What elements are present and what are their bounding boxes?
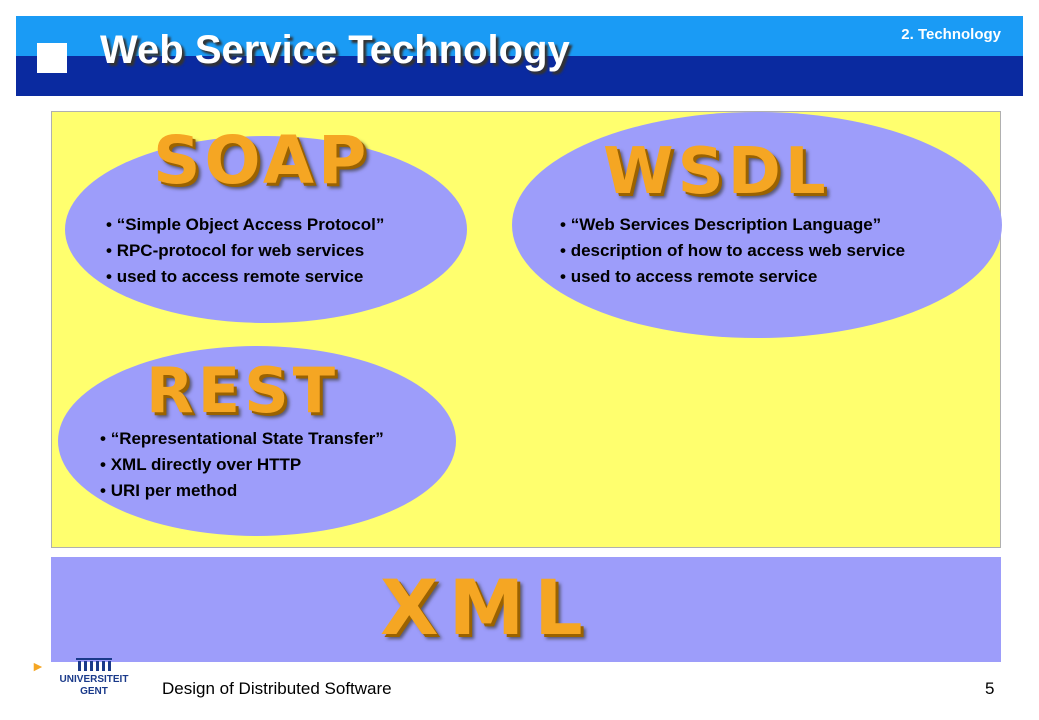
logo-line2: GENT <box>80 686 108 697</box>
logo-line1: UNIVERSITEIT <box>59 674 129 685</box>
wsdl-bullets: “Web Services Description Language” desc… <box>560 212 905 290</box>
soap-bullet: RPC-protocol for web services <box>106 238 384 264</box>
wsdl-heading: WSDL <box>603 135 830 209</box>
wsdl-bullet: used to access remote service <box>560 264 905 290</box>
footer-course-title: Design of Distributed Software <box>162 679 392 698</box>
section-label: 2. Technology <box>901 26 1001 43</box>
page-number: 5 <box>985 679 995 698</box>
soap-heading: SOAP <box>153 122 371 199</box>
university-logo: UNIVERSITEIT GENT <box>48 656 140 704</box>
soap-bullet: “Simple Object Access Protocol” <box>106 212 385 238</box>
header-top-band <box>16 16 1023 56</box>
xml-heading: XML <box>380 563 593 652</box>
wsdl-bullet: description of how to access web service <box>560 238 905 264</box>
slide-title: Web Service Technology <box>100 28 570 72</box>
building-columns-icon <box>76 658 112 671</box>
soap-bullet: used to access remote service <box>106 264 384 290</box>
rest-bullets: “Representational State Transfer” XML di… <box>100 426 384 504</box>
square-bullet-icon <box>37 43 67 73</box>
rest-bullet: XML directly over HTTP <box>100 452 384 478</box>
rest-bullet: URI per method <box>100 478 384 504</box>
play-arrow-icon: ► <box>31 658 45 674</box>
slide-header: Web Service Technology 2. Technology <box>16 16 1023 96</box>
rest-heading: REST <box>146 354 340 427</box>
wsdl-bullet: “Web Services Description Language” <box>560 212 905 238</box>
soap-bullets: “Simple Object Access Protocol” RPC-prot… <box>106 212 385 290</box>
header-bottom-band <box>16 56 1023 96</box>
rest-bullet: “Representational State Transfer” <box>100 426 384 452</box>
xml-panel <box>51 557 1001 662</box>
